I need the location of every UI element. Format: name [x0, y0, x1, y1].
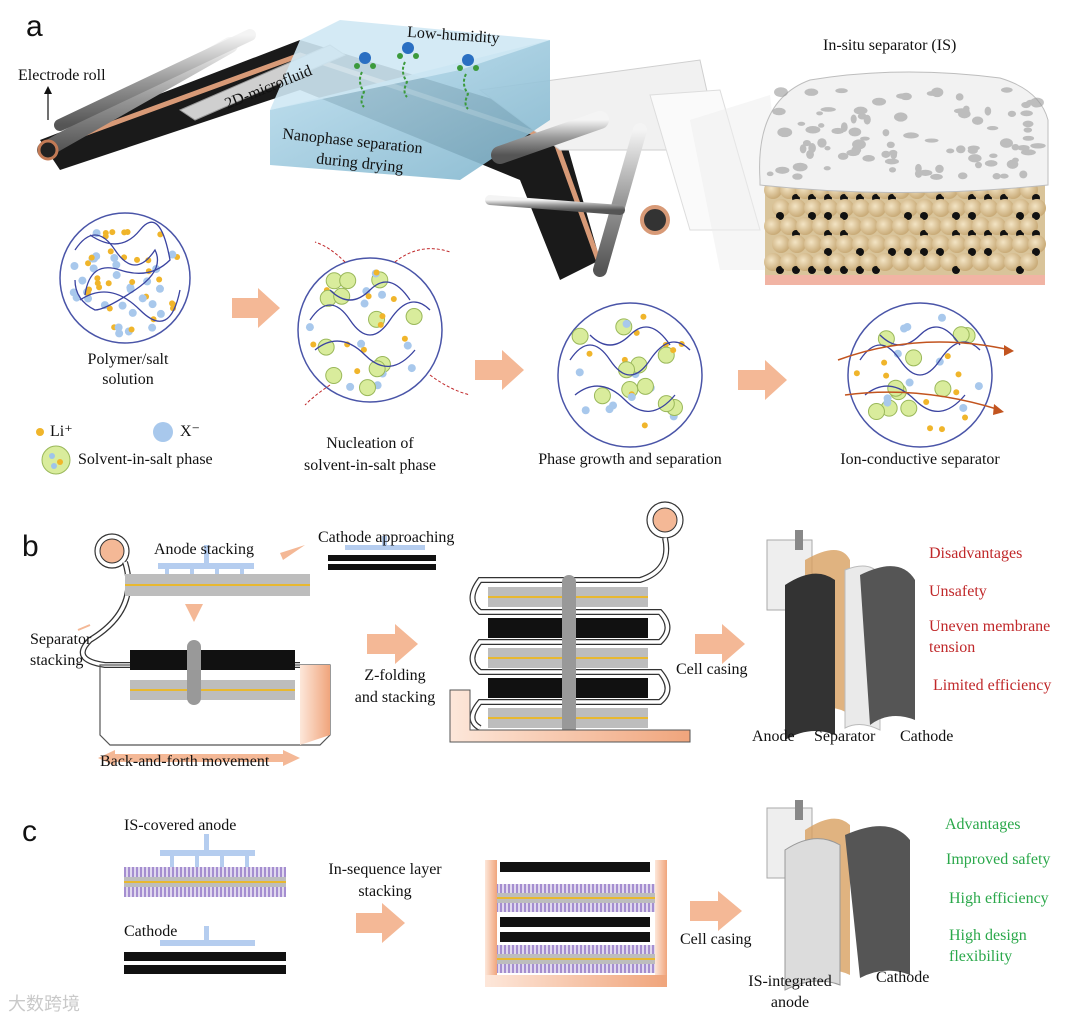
- z-folded-stack: [449, 501, 691, 743]
- is-integrated-label-2: anode: [770, 994, 810, 1011]
- zfolding-label-2: and stacking: [354, 689, 436, 706]
- disadvantage-efficiency: Limited efficiency: [933, 677, 1052, 694]
- anode-label: Anode: [752, 728, 795, 745]
- electrode-roll-label: Electrode roll: [18, 67, 106, 84]
- is-covered-anode-label: IS-covered anode: [124, 817, 237, 834]
- panel-label-c: c: [22, 815, 37, 848]
- cathode-plate: [328, 536, 436, 570]
- cell-casing-label-b: Cell casing: [676, 661, 748, 678]
- panel-b-zfold: [77, 533, 436, 766]
- is-integrated-cell: [766, 800, 910, 991]
- disadvantages-title: Disadvantages: [929, 545, 1023, 562]
- circle-ion-conductive: [837, 302, 1014, 448]
- roll-to-roll-process: [37, 20, 790, 280]
- in-sequence-stack: [485, 860, 667, 987]
- in-situ-separator-block: [759, 71, 1049, 285]
- panel-a-arrows: [232, 288, 787, 400]
- low-humidity-box: [270, 20, 550, 180]
- cathode-label-b: Cathode: [900, 728, 954, 745]
- panel-b-arrows: [367, 624, 745, 664]
- advantage-safety: Improved safety: [946, 851, 1051, 868]
- nucleation-label-1: Nucleation of: [326, 435, 414, 452]
- disadvantage-uneven-1: Uneven membrane: [929, 618, 1051, 635]
- advantage-efficiency: High efficiency: [949, 890, 1049, 907]
- cell-casing-label-c: Cell casing: [680, 931, 752, 948]
- conventional-cell: [766, 530, 915, 740]
- ion-conductive-label: Ion-conductive separator: [840, 451, 1000, 468]
- legend-icons: [36, 422, 173, 475]
- disadvantage-unsafety: Unsafety: [929, 583, 987, 600]
- circle-polymer-salt: [59, 212, 191, 344]
- circle-nucleation: [297, 241, 471, 406]
- panel-c-arrows: [356, 891, 742, 943]
- zfolding-label-1: Z-folding: [364, 667, 426, 684]
- in-situ-separator-label: In-situ separator (IS): [823, 37, 957, 54]
- is-integrated-label-1: IS-integrated: [748, 973, 832, 990]
- separator-stacking-label-2: stacking: [30, 652, 84, 669]
- anode-stacking-label: Anode stacking: [154, 541, 254, 558]
- in-sequence-label-2: stacking: [358, 883, 412, 900]
- disadvantage-uneven-2: tension: [929, 639, 976, 656]
- advantages-title: Advantages: [945, 816, 1021, 833]
- nucleation-label-2: solvent-in-salt phase: [304, 457, 436, 474]
- in-sequence-label-1: In-sequence layer: [328, 861, 442, 878]
- cathode-approaching-label: Cathode approaching: [318, 529, 455, 546]
- legend-solvent: Solvent-in-salt phase: [78, 451, 213, 468]
- panel-c-layers: [124, 834, 286, 974]
- cathode-label-c: Cathode: [124, 923, 178, 940]
- back-forth-label: Back-and-forth movement: [100, 753, 270, 770]
- legend-li: Li⁺: [50, 423, 73, 440]
- separator-stacking-label-1: Separator: [30, 631, 92, 648]
- advantage-design-1: High design: [949, 927, 1027, 944]
- legend-x: X⁻: [180, 423, 200, 440]
- water-molecules: [354, 42, 479, 110]
- panel-label-a: a: [26, 10, 43, 43]
- watermark: 大数跨境: [8, 994, 80, 1015]
- advantage-design-2: flexibility: [949, 948, 1013, 965]
- phase-growth-label: Phase growth and separation: [538, 451, 722, 468]
- circle-phase-growth: [557, 302, 703, 448]
- roller: [37, 29, 256, 161]
- polymer-salt-label-2: solution: [102, 371, 154, 388]
- anode-plate: [125, 545, 310, 596]
- cathode-label-c2: Cathode: [876, 969, 930, 986]
- separator-label: Separator: [814, 728, 876, 745]
- polymer-salt-label-1: Polymer/salt: [87, 351, 169, 368]
- panel-label-b: b: [22, 530, 39, 563]
